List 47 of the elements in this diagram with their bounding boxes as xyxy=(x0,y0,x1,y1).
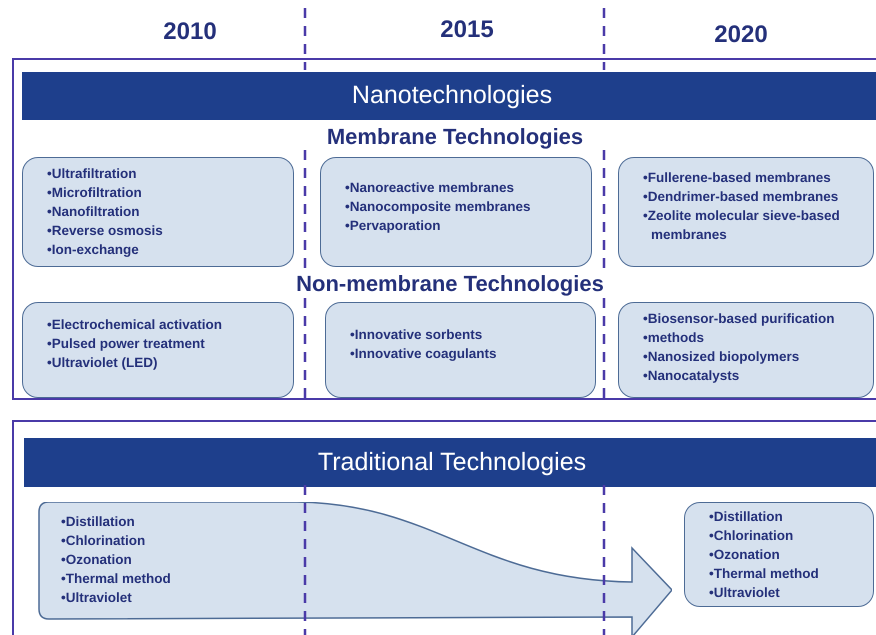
list-item: •Chlorination xyxy=(61,532,146,550)
list-item: •Ultraviolet xyxy=(61,589,133,607)
list-item: •Nanosized biopolymers xyxy=(643,348,800,366)
list-item: •Ozonation xyxy=(709,546,781,564)
list-item: •Nanofiltration xyxy=(47,203,140,221)
list-item: •Pulsed power treatment xyxy=(47,335,206,353)
section-heading: Membrane Technologies xyxy=(326,123,584,151)
list-item: •Ultraviolet (LED) xyxy=(47,354,158,372)
rounded-box xyxy=(22,157,294,267)
list-item: •Biosensor-based purification xyxy=(643,310,836,328)
list-item: •methods xyxy=(643,329,705,347)
list-item: •Distillation xyxy=(61,513,136,531)
year-label: 2010 xyxy=(162,17,218,47)
rounded-box xyxy=(320,157,592,267)
list-item: •Nanocatalysts xyxy=(643,367,740,385)
rounded-box xyxy=(325,302,596,398)
list-item: •Zeolite molecular sieve-based membranes xyxy=(643,207,841,244)
list-item: •Innovative coagulants xyxy=(350,345,498,363)
list-item: •Ultrafiltration xyxy=(47,165,138,183)
list-item: •Ultraviolet xyxy=(709,584,781,602)
year-label: 2020 xyxy=(713,20,769,50)
title-banner: Traditional Technologies xyxy=(24,438,876,487)
year-label: 2015 xyxy=(439,15,495,45)
rounded-box xyxy=(22,302,294,398)
list-item: •Nanoreactive membranes xyxy=(345,179,516,197)
list-item: •Dendrimer-based membranes xyxy=(643,188,840,206)
list-item: •Microfiltration xyxy=(47,184,143,202)
section-frame xyxy=(12,420,876,635)
section-frame xyxy=(12,58,876,400)
section-heading: Non-membrane Technologies xyxy=(295,270,605,298)
rounded-box xyxy=(618,157,874,267)
list-item: •Reverse osmosis xyxy=(47,222,164,240)
rounded-box xyxy=(684,502,874,607)
list-item: •Distillation xyxy=(709,508,784,526)
list-item: •Ion-exchange xyxy=(47,241,140,259)
rounded-box xyxy=(618,302,874,398)
list-item: •Nanocomposite membranes xyxy=(345,198,532,216)
list-item: •Pervaporation xyxy=(345,217,442,235)
list-item: •Chlorination xyxy=(709,527,794,545)
list-item: •Ozonation xyxy=(61,551,133,569)
title-banner: Nanotechnologies xyxy=(22,72,876,120)
list-item: •Fullerene-based membranes xyxy=(643,169,832,187)
arrow-shape xyxy=(37,502,672,635)
list-item: •Innovative sorbents xyxy=(350,326,484,344)
list-item: •Thermal method xyxy=(61,570,172,588)
list-item: •Thermal method xyxy=(709,565,820,583)
list-item: •Electrochemical activation xyxy=(47,316,224,334)
